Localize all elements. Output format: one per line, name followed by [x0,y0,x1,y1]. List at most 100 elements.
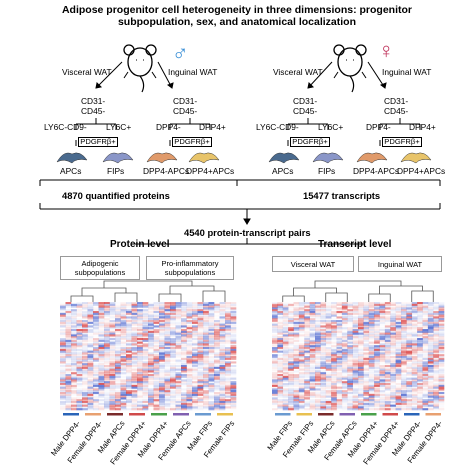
heatmap-cell [423,390,429,392]
heatmap-cell [342,325,348,327]
heatmap-cell [433,390,439,393]
heatmap-cell [225,381,231,384]
heatmap-cell [368,345,375,348]
heatmap-cell [219,388,226,391]
heatmap-cell [288,387,294,389]
heatmap-cell [320,377,327,380]
heatmap-cell [181,347,187,350]
heatmap-cell [93,357,99,360]
protein-count: 4870 quantified proteins [62,190,170,201]
heatmap-cell [126,316,132,319]
heatmap-cell [298,390,305,393]
heatmap-cell [427,323,434,326]
heatmap-cell [374,343,380,345]
heatmap-cell [88,333,94,335]
heatmap-cell [331,303,337,306]
heatmap-cell [363,356,370,359]
heatmap-cell [325,323,332,326]
heatmap-cell [109,363,116,366]
heatmap-cell [390,320,396,323]
heatmap-cell [438,339,445,342]
heatmap-cell [120,307,127,310]
heatmap-cell [309,375,316,378]
heatmap-cell [347,402,353,405]
heatmap-cell [315,354,321,356]
heatmap-cell [363,406,370,409]
heatmap-cell [379,374,386,377]
heatmap-cell [225,383,231,385]
heatmap-cell [214,404,220,407]
heatmap-cell [109,341,116,344]
heatmap-cell [98,302,105,305]
heatmap-cell [93,327,99,330]
heatmap-cell [347,365,353,368]
heatmap-cell [411,302,418,305]
heatmap-cell [358,363,364,366]
heatmap-cell [352,408,359,411]
heatmap-cell [358,374,364,377]
heatmap-cell [148,390,154,393]
heatmap-cell [282,318,289,321]
heatmap-cell [299,340,305,342]
heatmap-cell [422,334,429,337]
heatmap-cell [181,359,187,362]
heatmap-cell [439,352,445,354]
heatmap-cell [225,390,231,393]
heatmap-cell [433,384,439,387]
heatmap-cell [121,376,127,378]
heatmap-cell [395,359,402,362]
heatmap-cell [71,352,77,355]
heatmap-cell [347,386,353,389]
heatmap-cell [433,395,439,398]
heatmap-cell [203,375,209,378]
heatmap-cell [309,366,316,369]
heatmap-cell [82,339,88,342]
heatmap-cell [192,359,198,362]
heatmap-cell [438,401,445,404]
heatmap-cell [288,366,294,369]
heatmap-cell [288,347,294,350]
heatmap-cell [358,365,364,368]
heatmap-cell [422,406,429,409]
heatmap-cell [368,375,375,378]
heatmap-cell [417,394,423,396]
heatmap-cell [230,303,237,306]
heatmap-cell [186,399,193,402]
heatmap-cell [336,348,343,351]
heatmap-cell [353,387,359,389]
heatmap-cell [148,329,154,331]
heatmap-cell [219,334,226,337]
heatmap-cell [87,401,94,404]
heatmap-cell [411,332,418,335]
heatmap-cell [60,359,66,362]
heatmap-cell [309,323,316,326]
heatmap-cell [320,404,327,407]
heatmap-cell [109,372,116,375]
heatmap-cell [417,370,423,373]
heatmap-cell [71,377,77,380]
heatmap-cell [288,354,294,357]
heatmap-cell [368,350,375,353]
heatmap-cell [277,401,284,404]
heatmap-cell [148,368,154,371]
heatmap-cell [331,401,337,404]
heatmap-cell [137,327,143,330]
heatmap-cell [331,302,337,305]
heatmap-cell [288,320,294,323]
heatmap-cell [203,352,209,355]
heatmap-cell [358,318,364,321]
heatmap-cell [148,341,154,344]
heatmap-cell [131,365,138,368]
heatmap-cell [225,302,231,305]
heatmap-cell [98,395,105,398]
heatmap-cell [153,383,160,386]
heatmap-cell [192,348,198,351]
heatmap-cell [384,397,391,400]
heatmap-cell [427,366,434,369]
heatmap-cell [315,311,321,314]
heatmap-cell [82,375,88,378]
heatmap-cell [427,309,434,312]
heatmap-cell [203,338,209,341]
heatmap-cell [342,331,348,333]
heatmap-cell [219,372,226,375]
